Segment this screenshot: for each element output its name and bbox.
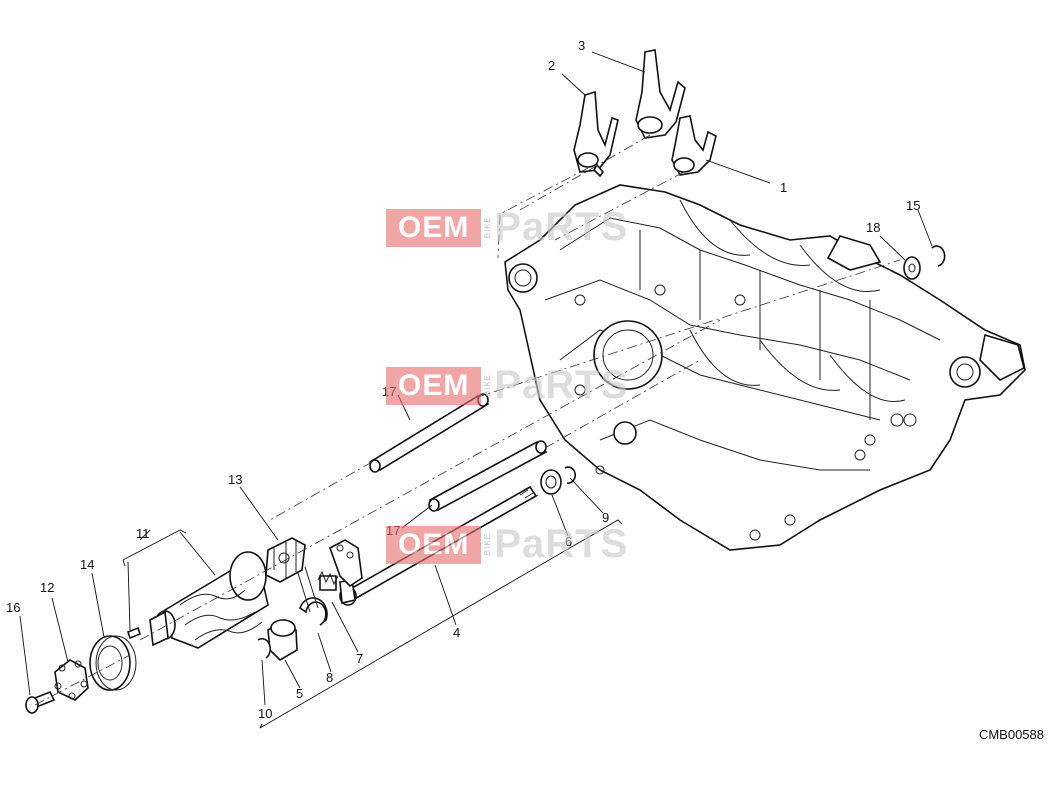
- assembly-lines: [34, 134, 901, 706]
- callout-12: 12: [40, 580, 54, 595]
- bushing: [267, 619, 298, 662]
- watermark-oem: OEM: [386, 208, 482, 247]
- shift-fork-2: [573, 90, 619, 178]
- callout-9: 9: [602, 510, 609, 525]
- shift-drum: [149, 551, 269, 649]
- callout-6: 6: [565, 534, 572, 549]
- circlip-15: [931, 245, 946, 267]
- crankcase: [504, 184, 1026, 551]
- bracket-11: [122, 529, 187, 567]
- return-spring: [296, 566, 328, 626]
- washer: [903, 256, 921, 280]
- leader-lines: [19, 51, 933, 706]
- watermark-parts: PaRTS: [494, 205, 629, 249]
- watermark: OEM BIKE PaRTS: [386, 205, 628, 250]
- callout-16: 16: [6, 600, 20, 615]
- watermark-bike: BIKE: [483, 374, 493, 397]
- callout-14: 14: [80, 557, 94, 572]
- watermark: OEM BIKE PaRTS: [386, 522, 628, 567]
- watermark-bike: BIKE: [483, 533, 493, 556]
- callout-18: 18: [866, 220, 880, 235]
- circlip-9: [564, 466, 576, 484]
- callout-2: 2: [548, 58, 555, 73]
- watermark-parts: PaRTS: [494, 522, 629, 566]
- watermark-parts: PaRTS: [494, 363, 629, 407]
- shift-fork-3: [635, 49, 686, 139]
- watermark-bike: BIKE: [483, 216, 493, 239]
- bracket-4: [259, 519, 623, 729]
- selector-star: [54, 659, 89, 701]
- callout-5: 5: [296, 686, 303, 701]
- callout-4: 4: [453, 625, 460, 640]
- circlip-10: [257, 637, 271, 659]
- oil-seal: [540, 469, 562, 495]
- ball-bearing: [89, 635, 137, 691]
- callout-11: 11: [136, 526, 150, 541]
- watermark-oem: OEM: [386, 366, 482, 405]
- callout-8: 8: [326, 670, 333, 685]
- selector-lever: [329, 539, 363, 588]
- callout-1: 1: [780, 180, 787, 195]
- callout-10: 10: [258, 706, 272, 721]
- shift-fork-1: [671, 115, 717, 176]
- callout-3: 3: [578, 38, 585, 53]
- bolt: [25, 690, 56, 714]
- callout-13: 13: [228, 472, 242, 487]
- dowel-pin: [127, 626, 141, 640]
- watermark-oem: OEM: [386, 525, 482, 564]
- callout-15: 15: [906, 198, 920, 213]
- callout-7: 7: [356, 651, 363, 666]
- watermark: OEM BIKE PaRTS: [386, 363, 628, 408]
- diagram-code: CMB00588: [978, 727, 1044, 742]
- spring-8: [317, 570, 339, 591]
